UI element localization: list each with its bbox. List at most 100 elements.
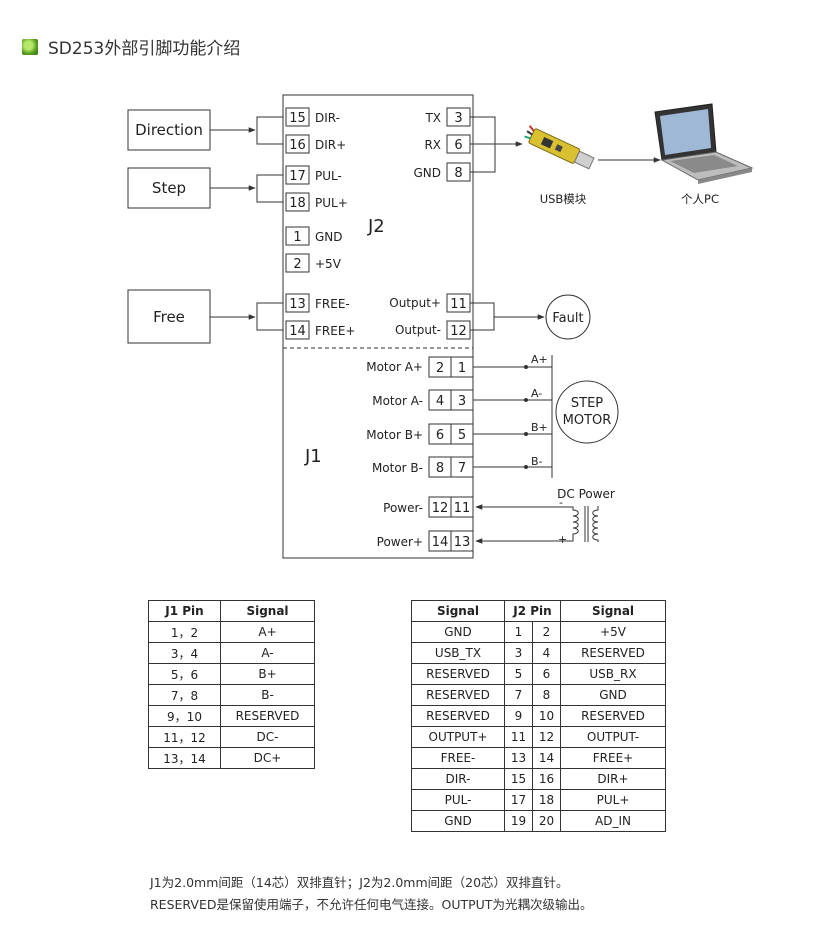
input-free-label: Free — [153, 308, 185, 326]
j1-signal-cell: DC+ — [220, 747, 315, 769]
j2-signal-cell: DIR- — [411, 768, 505, 790]
j2-pin-8: 8 GND — [413, 162, 471, 182]
svg-text:PUL-: PUL- — [315, 169, 342, 183]
j1-pin-cell: 3，4 — [148, 642, 221, 664]
j2-pin-14: 14 FREE+ — [285, 320, 355, 340]
svg-text:Power-: Power- — [383, 501, 423, 515]
svg-text:5: 5 — [458, 428, 466, 443]
notes: J1为2.0mm间距（14芯）双排直针；J2为2.0mm间距（20芯）双排直针。… — [150, 872, 592, 916]
svg-text:3: 3 — [454, 111, 462, 126]
svg-text:B-: B- — [531, 455, 543, 468]
svg-text:14: 14 — [289, 324, 306, 339]
j1-table-header-pin: J1 Pin — [148, 600, 221, 622]
dc-power-label: DC Power — [557, 487, 615, 501]
j2-pin-cell: 20 — [532, 810, 561, 832]
fault-indicator — [545, 294, 591, 340]
j1-pin-cell: 5，6 — [148, 663, 221, 685]
transformer-icon — [565, 506, 599, 542]
j2-pin-13: 13 FREE- — [285, 293, 350, 313]
svg-text:13: 13 — [289, 297, 306, 312]
svg-text:3: 3 — [458, 394, 466, 409]
j2-pin-cell: 1 — [504, 621, 533, 643]
svg-text:17: 17 — [289, 169, 306, 184]
j2-signal-cell: RESERVED — [411, 663, 505, 685]
j2-signal-cell: GND — [411, 621, 505, 643]
j2-signal-cell: USB_RX — [560, 663, 666, 685]
svg-text:18: 18 — [289, 196, 306, 211]
svg-text:14: 14 — [432, 535, 449, 550]
input-step: Step — [127, 167, 211, 209]
svg-text:15: 15 — [289, 111, 306, 126]
svg-text:7: 7 — [458, 461, 466, 476]
j2-signal-cell: FREE+ — [560, 747, 666, 769]
j2-signal-cell: OUTPUT+ — [411, 726, 505, 748]
j1-pin-cell: 7，8 — [148, 684, 221, 706]
j2-pin-cell: 10 — [532, 705, 561, 727]
svg-text:PUL+: PUL+ — [315, 196, 348, 210]
j2-pin-2: 2 +5V — [285, 253, 342, 273]
j1-signal-cell: RESERVED — [220, 705, 315, 727]
svg-text:FREE+: FREE+ — [315, 324, 355, 338]
svg-text:TX: TX — [424, 111, 441, 125]
j2-pin-1: 1 GND — [285, 226, 343, 246]
j1-row-motor-b-plus: 6 5 Motor B+ B+ — [366, 421, 552, 445]
j2-pin-cell: 3 — [504, 642, 533, 664]
svg-text:11: 11 — [454, 501, 471, 516]
wiring-diagram: J2 J1 Direction Step Free 15 DIR- 16 DIR… — [127, 94, 754, 559]
svg-text:4: 4 — [436, 394, 444, 409]
step-motor — [555, 380, 619, 444]
j2-signal-cell: RESERVED — [411, 705, 505, 727]
j2-pin-cell: 13 — [504, 747, 533, 769]
j2-pin-cell: 18 — [532, 789, 561, 811]
svg-text:Motor A-: Motor A- — [372, 394, 423, 408]
j2-signal-cell: RESERVED — [560, 705, 666, 727]
j2-signal-cell: PUL+ — [560, 789, 666, 811]
j2-table-header-signal-right: Signal — [560, 600, 666, 622]
j2-pin-cell: 14 — [532, 747, 561, 769]
j2-signal-cell: DIR+ — [560, 768, 666, 790]
j2-table-header-signal-left: Signal — [411, 600, 505, 622]
svg-text:Output-: Output- — [395, 323, 441, 337]
svg-text:6: 6 — [436, 428, 444, 443]
pc-label: 个人PC — [681, 192, 719, 206]
j2-signal-cell: GND — [560, 684, 666, 706]
j2-signal-cell: OUTPUT- — [560, 726, 666, 748]
j2-pin-cell: 7 — [504, 684, 533, 706]
j2-pin-3: 3 TX — [424, 107, 471, 127]
j2-signal-cell: RESERVED — [411, 684, 505, 706]
svg-text:GND: GND — [315, 230, 343, 244]
note-line: RESERVED是保留使用端子，不允许任何电气连接。OUTPUT为光耦次级输出。 — [150, 897, 593, 912]
usb-module-icon — [524, 125, 595, 170]
j2-signal-cell: PUL- — [411, 789, 505, 811]
svg-text:12: 12 — [450, 324, 467, 339]
driver-body — [282, 94, 474, 559]
j2-pin-6: 6 RX — [424, 134, 471, 154]
j2-pin-17: 17 PUL- — [285, 165, 342, 185]
svg-text:1: 1 — [293, 230, 301, 245]
j2-pin-cell: 19 — [504, 810, 533, 832]
j2-pin-cell: 9 — [504, 705, 533, 727]
j2-signal-cell: +5V — [560, 621, 666, 643]
j1-label: J1 — [304, 446, 322, 467]
svg-text:A-: A- — [531, 387, 542, 400]
svg-text:12: 12 — [432, 501, 449, 516]
j1-signal-cell: DC- — [220, 726, 315, 748]
j2-pin-cell: 15 — [504, 768, 533, 790]
j2-signal-cell: USB_TX — [411, 642, 505, 664]
j1-signal-cell: B+ — [220, 663, 315, 685]
j1-row-motor-a-minus: 4 3 Motor A- A- — [372, 387, 552, 411]
svg-text:FREE-: FREE- — [315, 297, 350, 311]
j1-row-motor-a-plus: 2 1 Motor A+ A+ — [366, 353, 552, 378]
svg-text:Motor B+: Motor B+ — [366, 428, 423, 442]
j1-row-motor-b-minus: 8 7 Motor B- B- — [372, 455, 552, 478]
